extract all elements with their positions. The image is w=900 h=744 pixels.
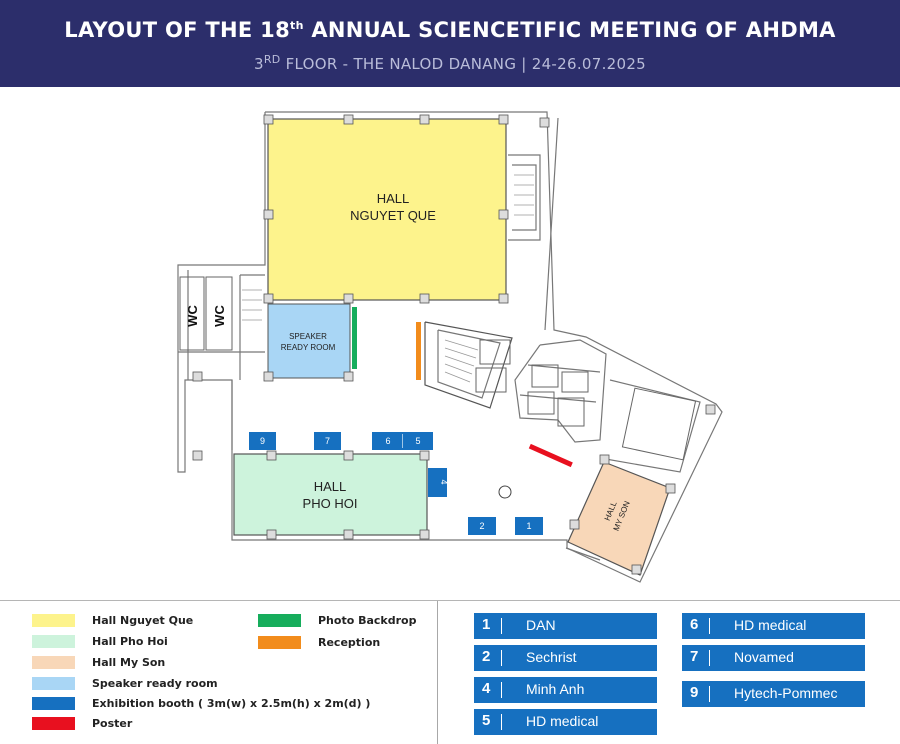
exhibitor-name: Minh Anh [526,681,585,697]
service-rooms [475,339,697,461]
legend-label: Photo Backdrop [318,614,417,627]
exhibitor-name: Novamed [734,649,794,665]
exhibitor-number: 5 [482,712,491,729]
legend-label: Reception [318,636,381,649]
booth-1-label: 1 [526,521,531,531]
floor-plan-svg: HALL NGUYET QUE SPEAKER READY ROOM WC WC… [177,111,723,583]
exhibitor-4: 4 Minh Anh [474,677,657,703]
booth-9-label: 9 [260,436,265,446]
speaker-room-label-2: READY ROOM [281,343,336,352]
legend-panel: Hall Nguyet Que Hall Pho Hoi Hall My Son… [0,600,900,744]
exhibitor-name: Hytech-Pommec [734,685,838,701]
booth-6-5: 6 5 [372,432,433,450]
exhibitor-5: 5 HD medical [474,709,657,735]
pillar-circle [498,485,512,499]
exhibitor-separator [709,618,710,634]
legend-swatch-yellow [32,614,75,627]
subtitle-superscript: RD [263,53,281,66]
booth-6-label: 6 [385,436,390,446]
speaker-room-label-1: SPEAKER [289,332,327,341]
hall-nguyet-que [267,118,507,301]
exhibitor-name: HD medical [734,617,807,633]
title-text: LAYOUT OF THE 18 [64,18,291,42]
legend-label: Hall My Son [92,656,166,669]
legend-swatch-red [32,717,75,730]
legend-swatch-green [32,635,75,648]
exhibitor-separator [501,618,502,634]
exhibitor-6: 6 HD medical [682,613,865,639]
legend-swatch-peach [32,656,75,669]
exhibitor-name: DAN [526,617,556,633]
booth-4: 4 [428,468,449,497]
legend-swatch-blue [32,697,75,710]
speaker-ready-room [267,303,351,379]
exhibitor-name: Sechrist [526,649,577,665]
legend-swatch-darkgreen [258,614,301,627]
exhibitor-9: 9 Hytech-Pommec [682,681,865,707]
columns [192,114,716,575]
exhibitor-number: 2 [482,648,491,665]
title-superscript: th [290,19,304,32]
exhibitor-number: 4 [482,680,491,697]
page-subtitle: 3RD FLOOR - THE NALOD DANANG | 24-26.07.… [0,53,900,73]
exhibitor-2: 2 Sechrist [474,645,657,671]
booth-7-label: 7 [325,436,330,446]
exhibitor-number: 9 [690,684,699,701]
booth-1: 1 [515,517,543,535]
hall-pho-hoi [233,453,428,536]
exhibitor-name: HD medical [526,713,599,729]
wc-label-1: WC [185,305,200,327]
poster [528,443,573,468]
legend-label: Poster [92,717,133,730]
building-outline [177,111,723,583]
reception [416,322,421,380]
exhibitor-7: 7 Novamed [682,645,865,671]
exhibitor-1: 1 DAN [474,613,657,639]
booth-9: 9 [249,432,276,450]
photo-backdrop [352,307,357,369]
hall-pho-hoi-label-1: HALL [314,479,347,494]
booth-5-label: 5 [415,436,420,446]
exhibitor-number: 7 [690,648,699,665]
header-banner: LAYOUT OF THE 18th ANNUAL SCIENCETIFIC M… [0,0,900,87]
legend-label: Speaker ready room [92,677,218,690]
booth-4-label: 4 [439,479,449,484]
legend-label: Hall Pho Hoi [92,635,168,648]
exhibitor-number: 1 [482,616,491,633]
legend-label: Hall Nguyet Que [92,614,194,627]
legend-label: Exhibition booth ( 3m(w) x 2.5m(h) x 2m(… [92,697,371,710]
hall-my-son [567,461,671,576]
hall-nguyet-que-label-1: HALL [377,191,410,206]
hall-nguyet-que-label-2: NGUYET QUE [350,208,436,223]
hall-pho-hoi-label-2: PHO HOI [303,496,358,511]
subtitle-text-rest: FLOOR - THE NALOD DANANG | 24-26.07.2025 [280,55,647,73]
subtitle-text: 3 [253,55,264,73]
title-text-rest: ANNUAL SCIENCETIFIC MEETING OF AHDMA [303,18,836,42]
exhibitor-separator [709,686,710,702]
booth-7: 7 [314,432,341,450]
legend-swatch-lightblue [32,677,75,690]
booth-2-label: 2 [479,521,484,531]
stairs [242,174,534,383]
exhibitor-separator [709,650,710,666]
exhibitor-number: 6 [690,616,699,633]
exhibitor-separator [501,650,502,666]
legend-swatch-orange [258,636,301,649]
exhibitor-separator [501,714,502,730]
exhibitor-separator [501,682,502,698]
wc-area: WC WC [179,276,233,351]
legend-divider [437,601,438,744]
wc-label-2: WC [212,305,227,327]
floor-plan: HALL NGUYET QUE SPEAKER READY ROOM WC WC… [0,87,900,600]
page-title: LAYOUT OF THE 18th ANNUAL SCIENCETIFIC M… [0,18,900,42]
booth-2: 2 [468,517,496,535]
